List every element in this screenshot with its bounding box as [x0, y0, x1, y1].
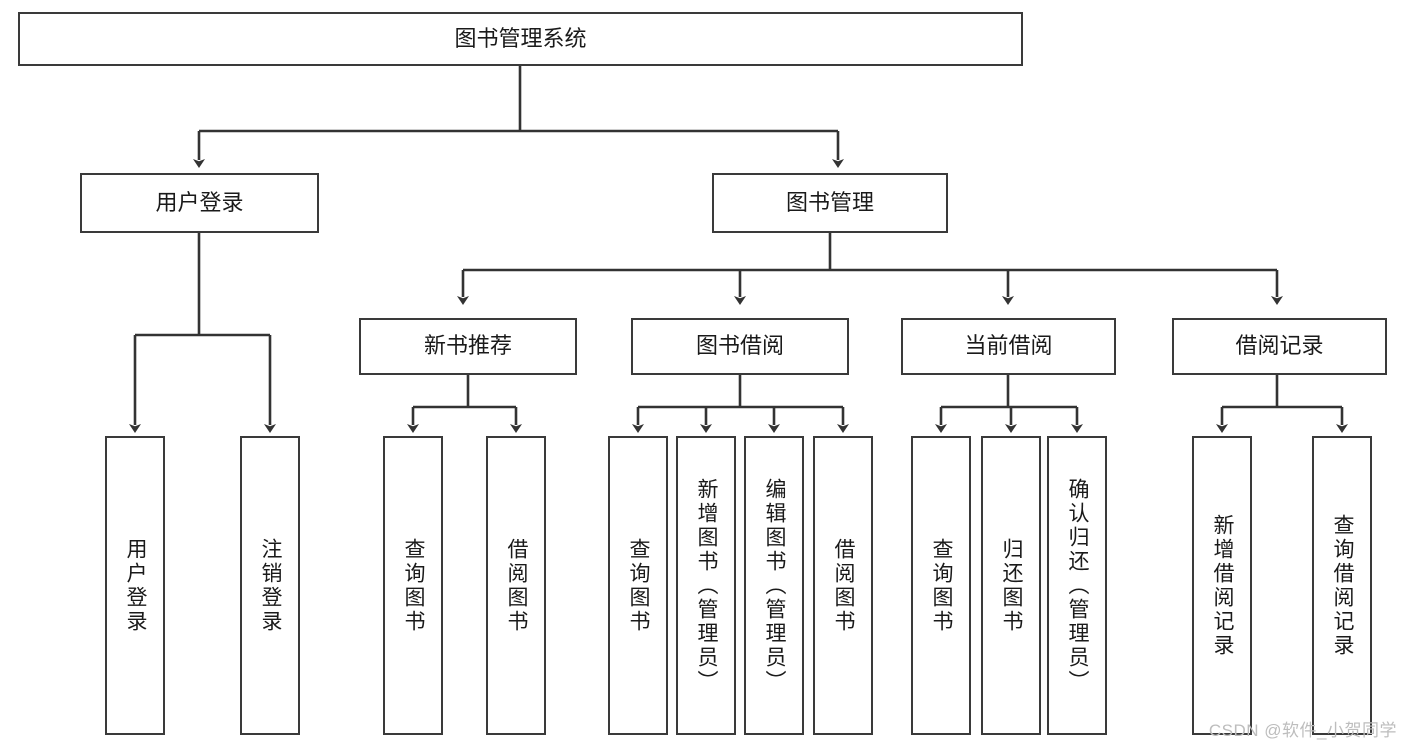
leaf-borrow-book-2[interactable]: 借阅图书	[813, 436, 873, 735]
leaf-add-book-label: 新增图书（管理员）	[695, 477, 718, 694]
leaf-logout-label: 注销登录	[259, 537, 282, 634]
leaf-query-book-2[interactable]: 查询图书	[608, 436, 668, 735]
leaf-borrow-book-1[interactable]: 借阅图书	[486, 436, 546, 735]
leaf-confirm-return[interactable]: 确认归还（管理员）	[1047, 436, 1107, 735]
node-current-borrow-label: 当前借阅	[964, 333, 1053, 359]
node-book-manage[interactable]: 图书管理	[712, 173, 948, 233]
node-book-borrow-label: 图书借阅	[695, 333, 784, 359]
node-user-login[interactable]: 用户登录	[80, 173, 319, 233]
leaf-user-login[interactable]: 用户登录	[105, 436, 165, 735]
leaf-return-book-label: 归还图书	[1000, 537, 1023, 634]
leaf-query-record[interactable]: 查询借阅记录	[1312, 436, 1372, 735]
leaf-query-record-label: 查询借阅记录	[1331, 513, 1354, 658]
leaf-return-book[interactable]: 归还图书	[981, 436, 1041, 735]
node-current-borrow[interactable]: 当前借阅	[901, 318, 1116, 375]
leaf-confirm-return-label: 确认归还（管理员）	[1066, 477, 1089, 694]
node-new-book-recommend[interactable]: 新书推荐	[359, 318, 577, 375]
node-borrow-record-label: 借阅记录	[1235, 333, 1324, 359]
node-user-login-label: 用户登录	[155, 189, 244, 215]
leaf-logout[interactable]: 注销登录	[240, 436, 300, 735]
node-book-manage-label: 图书管理	[785, 189, 874, 215]
node-new-book-recommend-label: 新书推荐	[423, 333, 512, 359]
leaf-query-book-1-label: 查询图书	[402, 537, 425, 634]
csdn-watermark: CSDN @软件_小贺同学	[1208, 721, 1397, 740]
node-root-label: 图书管理系统	[454, 25, 587, 51]
leaf-add-book[interactable]: 新增图书（管理员）	[676, 436, 736, 735]
node-book-borrow[interactable]: 图书借阅	[631, 318, 849, 375]
leaf-borrow-book-2-label: 借阅图书	[832, 537, 855, 634]
leaf-add-record[interactable]: 新增借阅记录	[1192, 436, 1252, 735]
leaf-query-book-3[interactable]: 查询图书	[911, 436, 971, 735]
node-root[interactable]: 图书管理系统	[18, 12, 1023, 66]
leaf-query-book-3-label: 查询图书	[930, 537, 953, 634]
leaf-edit-book-label: 编辑图书（管理员）	[763, 477, 786, 694]
node-borrow-record[interactable]: 借阅记录	[1172, 318, 1387, 375]
leaf-edit-book[interactable]: 编辑图书（管理员）	[744, 436, 804, 735]
leaf-add-record-label: 新增借阅记录	[1211, 513, 1234, 658]
leaf-query-book-2-label: 查询图书	[627, 537, 650, 634]
leaf-borrow-book-1-label: 借阅图书	[505, 537, 528, 634]
leaf-query-book-1[interactable]: 查询图书	[383, 436, 443, 735]
leaf-user-login-label: 用户登录	[124, 537, 147, 634]
